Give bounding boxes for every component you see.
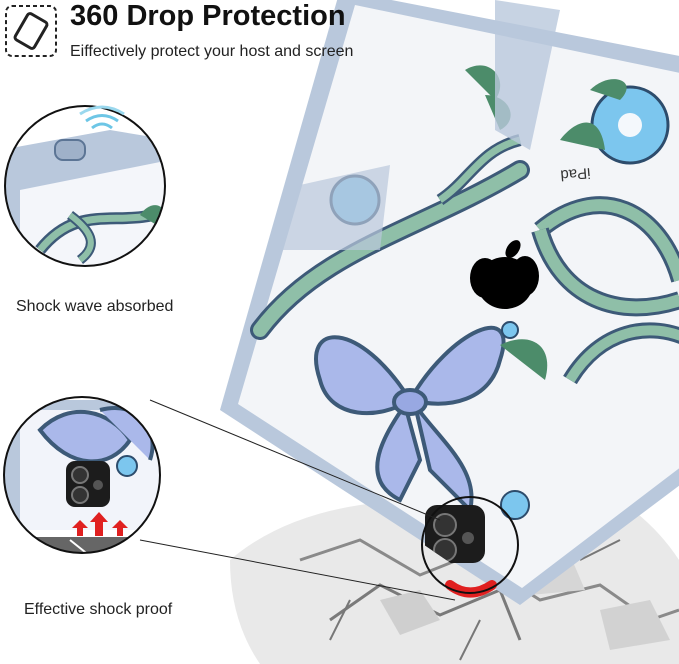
apple-logo-icon bbox=[470, 240, 539, 309]
page-subtitle: Eiffectively protect your host and scree… bbox=[70, 43, 354, 60]
zoom-circle-impact bbox=[421, 496, 519, 594]
inset-circle-1 bbox=[4, 105, 166, 267]
drop-tablet-icon bbox=[5, 5, 57, 57]
signal-waves-icon bbox=[79, 105, 125, 130]
connector-line-top bbox=[149, 399, 441, 521]
ipad-label: iPad bbox=[560, 164, 591, 184]
tablet-case: iPad bbox=[220, 0, 679, 605]
inset-circle-2 bbox=[3, 396, 161, 554]
page-title: 360 Drop Protection bbox=[70, 0, 346, 32]
caption-shock-proof: Effective shock proof bbox=[24, 601, 173, 618]
caption-shock-wave: Shock wave absorbed bbox=[16, 298, 174, 315]
bow-motif bbox=[314, 326, 506, 514]
impact-arrows-icon bbox=[72, 512, 128, 536]
inset-shock-wave bbox=[5, 106, 165, 266]
connector-line-bottom bbox=[139, 539, 456, 601]
